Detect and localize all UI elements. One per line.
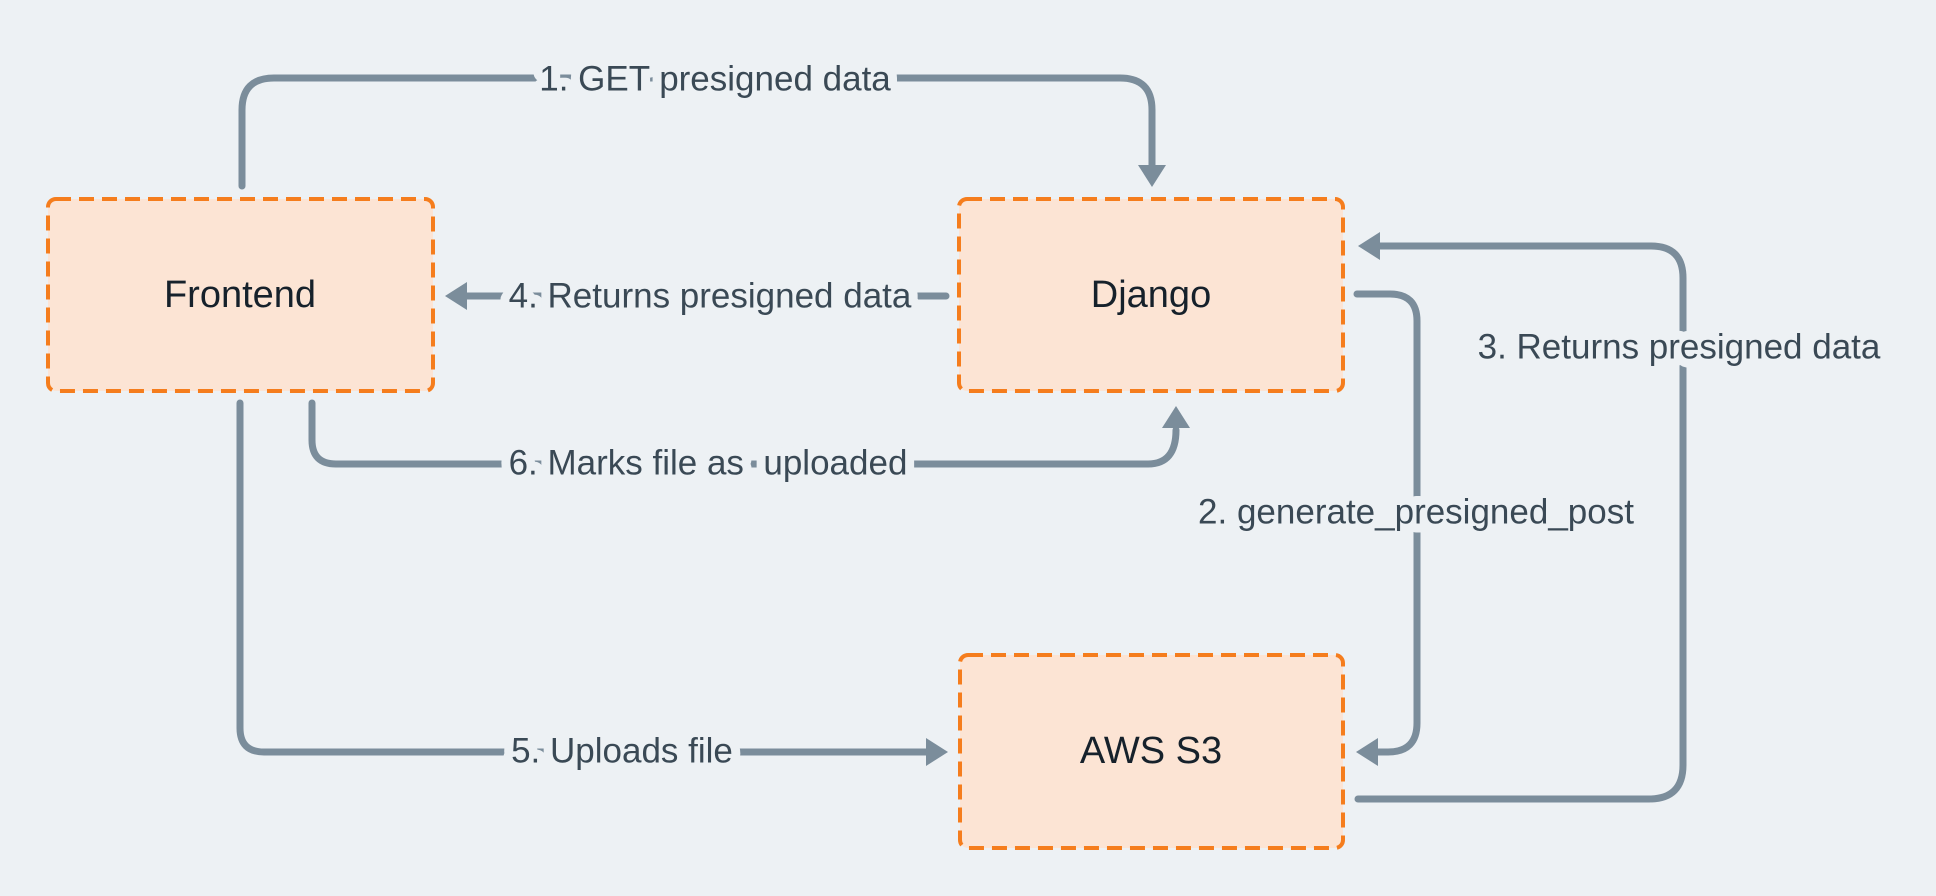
edge-6-arrowhead-icon — [1162, 406, 1190, 428]
edge-5-path — [236, 399, 932, 756]
edge-3-label: 3. Returns presigned data — [1478, 328, 1881, 367]
edge-4-label: 4. Returns presigned data — [509, 277, 912, 316]
edge-3-path — [1354, 242, 1687, 803]
edge-2-arrowhead-icon — [1356, 738, 1378, 766]
edge-4-arrowhead-icon — [445, 282, 467, 310]
node-aws-s3-label: AWS S3 — [1080, 730, 1222, 772]
node-frontend — [46, 197, 435, 393]
edge-1-arrowhead-icon — [1138, 165, 1166, 187]
node-django — [957, 197, 1345, 393]
edge-3-arrowhead-icon — [1358, 232, 1380, 260]
edge-6-label: 6. Marks file as uploaded — [509, 444, 908, 483]
node-django-label: Django — [1091, 274, 1211, 316]
edge-5-arrowhead-icon — [926, 738, 948, 766]
edge-1-label: 1. GET presigned data — [539, 60, 891, 99]
edge-2-path — [1353, 290, 1421, 756]
edge-6-path — [308, 399, 1180, 468]
node-aws-s3 — [958, 653, 1345, 850]
node-frontend-label: Frontend — [164, 274, 316, 316]
edge-1-path — [238, 74, 1156, 190]
edge-5-label: 5. Uploads file — [511, 732, 733, 771]
edge-2-label: 2. generate_presigned_post — [1198, 493, 1634, 532]
